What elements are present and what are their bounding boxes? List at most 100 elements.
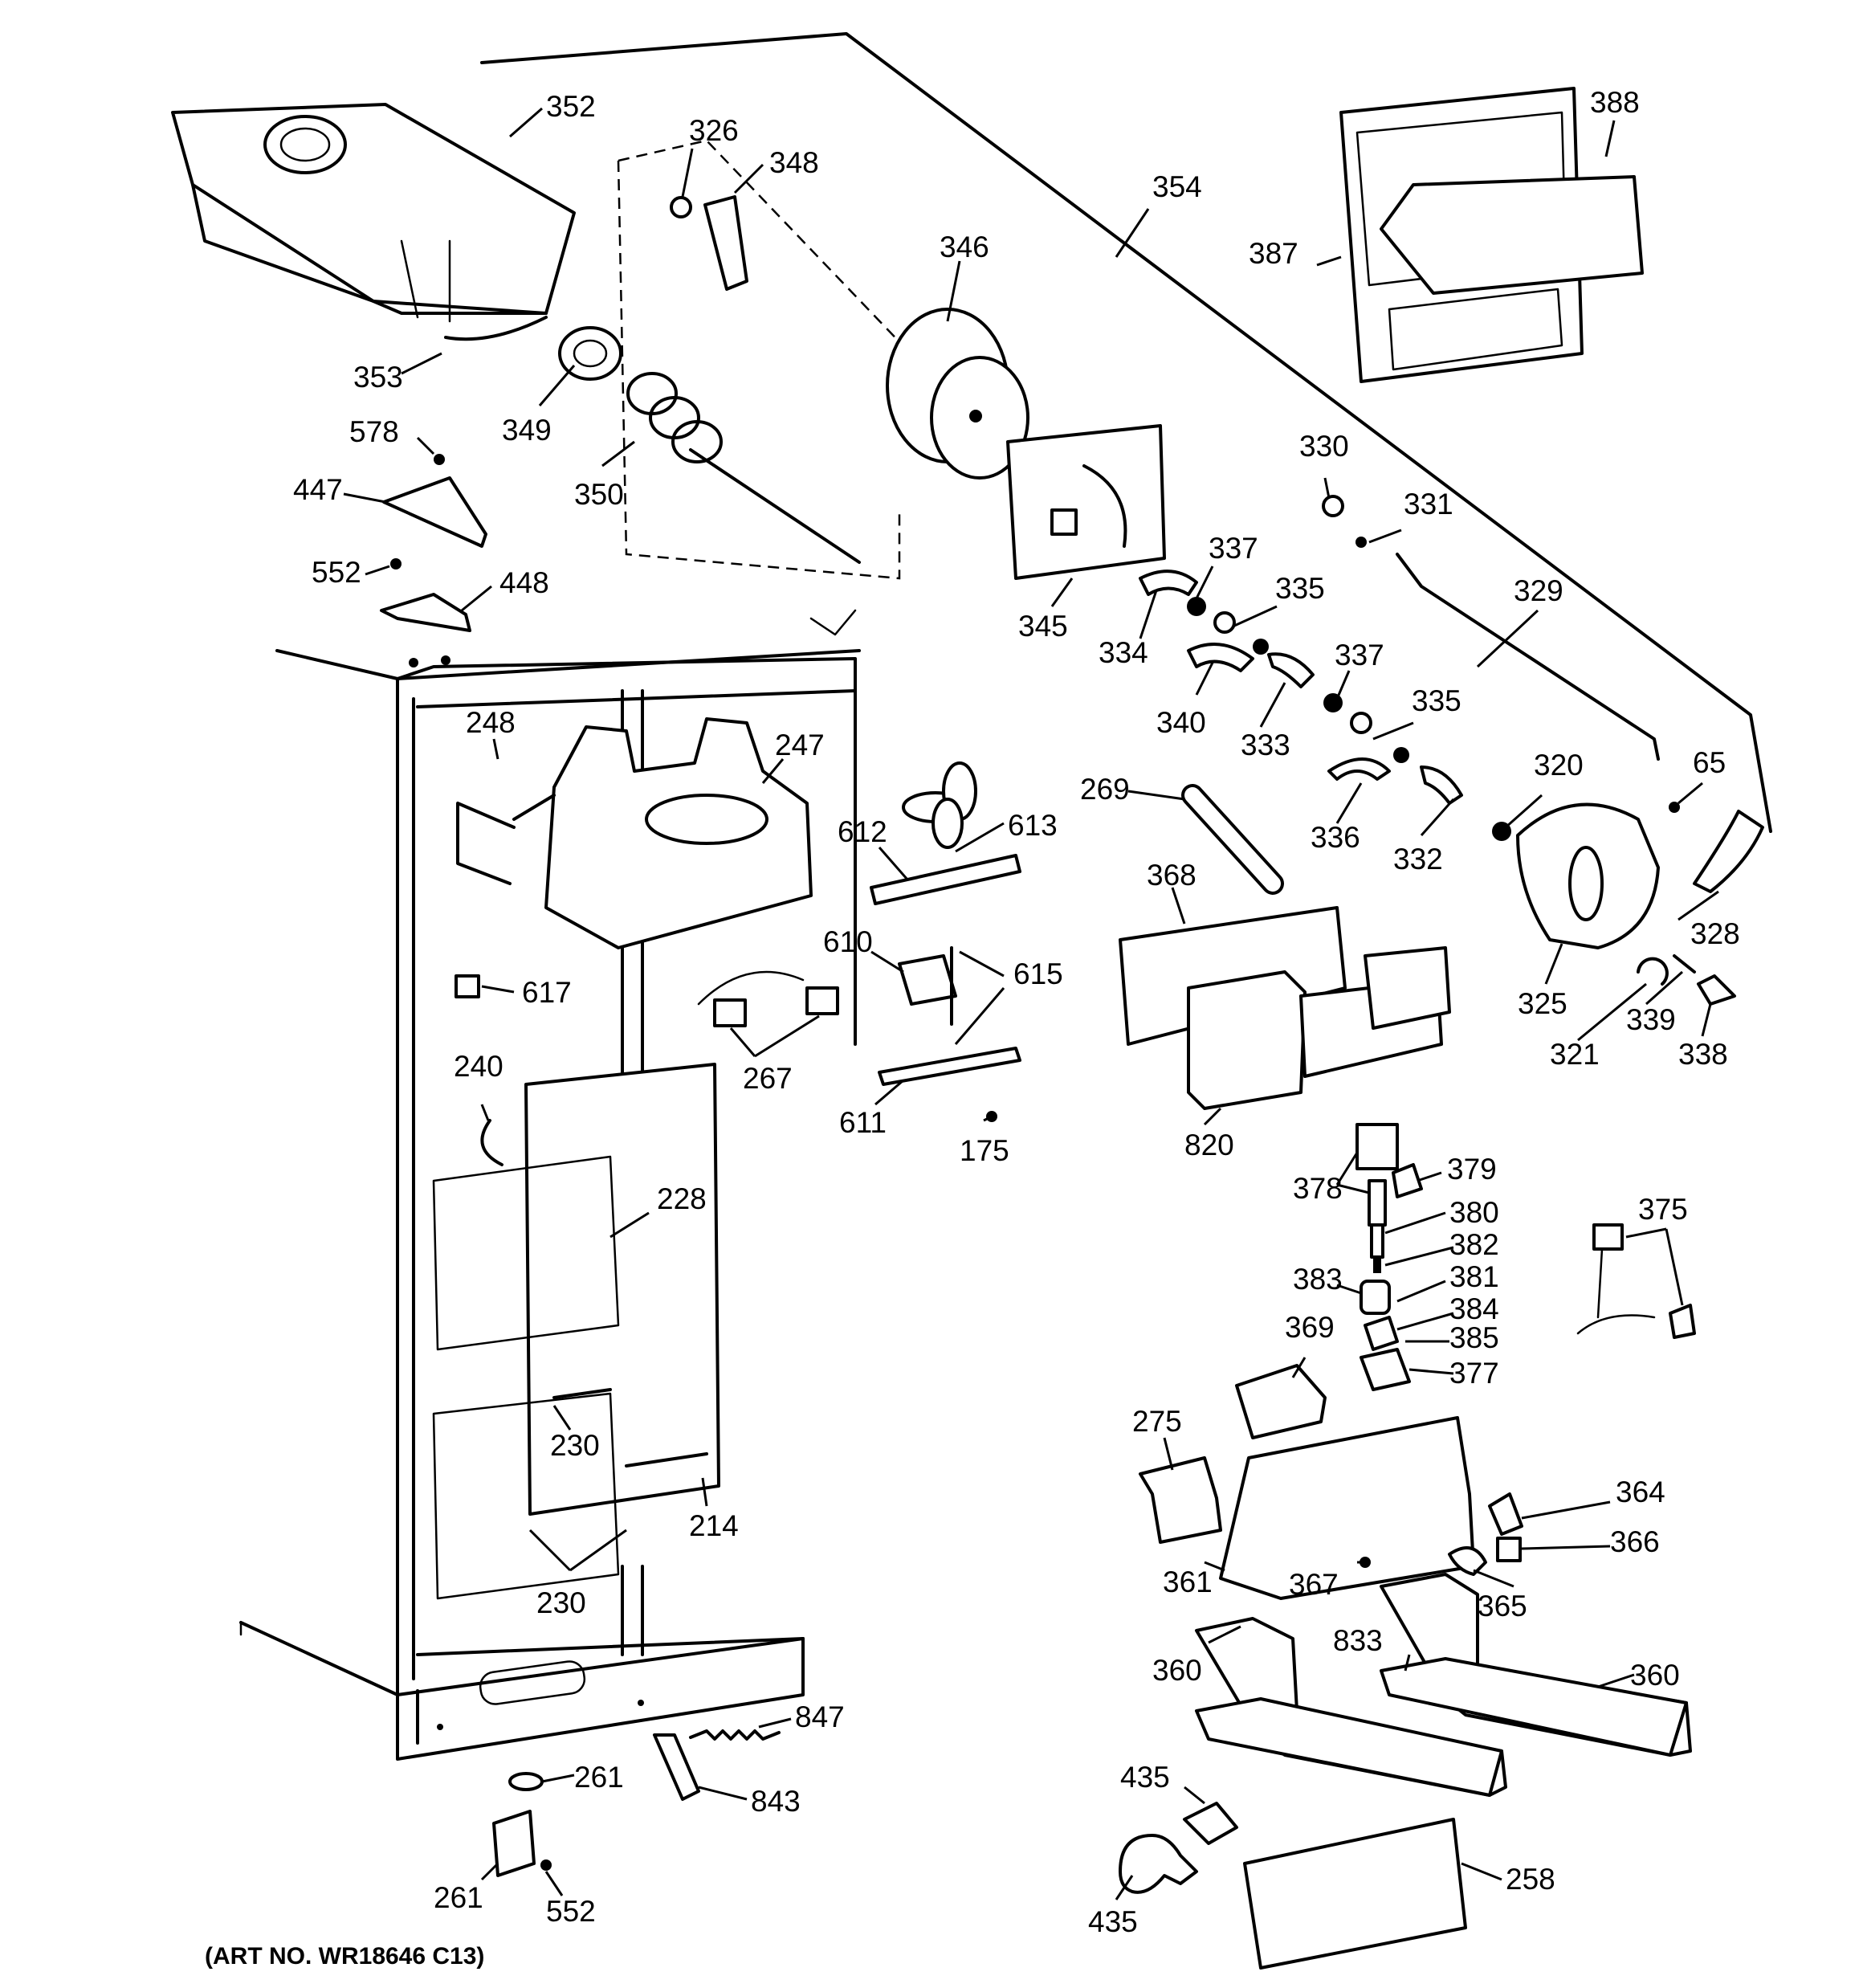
screw-65 <box>1669 802 1680 813</box>
part-364 <box>1488 1492 1523 1536</box>
label-360a: 360 <box>1152 1654 1202 1687</box>
rod-329 <box>1396 553 1660 761</box>
plate-275 <box>1139 1456 1222 1544</box>
motor-610 <box>898 954 957 1006</box>
screw-578 <box>434 454 445 465</box>
label-384: 384 <box>1449 1292 1499 1325</box>
part-348 <box>703 195 748 291</box>
evaporator-214 <box>432 1063 720 1600</box>
label-240: 240 <box>454 1050 503 1083</box>
label-65: 65 <box>1693 746 1726 779</box>
bucket-wire-353 <box>444 316 548 341</box>
label-267: 267 <box>743 1062 793 1095</box>
fan-shroud-247 <box>544 717 813 949</box>
fan-blade-613 <box>902 761 977 849</box>
label-360b: 360 <box>1630 1659 1680 1692</box>
bulb-435 <box>1119 1834 1198 1894</box>
label-328: 328 <box>1690 917 1740 950</box>
alignment-guide-2 <box>618 139 980 427</box>
spring-847 <box>689 1729 781 1741</box>
bracket-345 <box>1006 424 1166 580</box>
label-332: 332 <box>1393 843 1443 876</box>
label-447: 447 <box>293 473 343 506</box>
label-230b: 230 <box>536 1586 586 1619</box>
label-339: 339 <box>1626 1003 1676 1036</box>
bracket-448 <box>380 593 471 632</box>
label-230a: 230 <box>550 1429 600 1462</box>
label-377: 377 <box>1449 1357 1499 1390</box>
label-353: 353 <box>353 361 403 394</box>
pin-339 <box>1673 954 1696 974</box>
label-321: 321 <box>1550 1038 1600 1071</box>
label-552b: 552 <box>546 1895 596 1928</box>
label-175: 175 <box>960 1134 1009 1167</box>
label-617: 617 <box>522 976 572 1009</box>
part-365 <box>1448 1546 1487 1576</box>
label-248: 248 <box>466 706 516 739</box>
label-261a: 261 <box>574 1761 624 1794</box>
label-365: 365 <box>1478 1590 1527 1623</box>
sensor-240 <box>480 1119 503 1166</box>
label-337a: 337 <box>1209 532 1258 565</box>
label-612: 612 <box>838 815 887 848</box>
clip-331 <box>1355 537 1367 548</box>
bracket-261 <box>492 1810 536 1877</box>
label-269: 269 <box>1080 773 1130 806</box>
plate-447 <box>382 476 487 548</box>
part-617 <box>455 974 480 998</box>
label-330: 330 <box>1299 430 1349 463</box>
screw-552 <box>390 558 402 569</box>
cam-stack-334-340 <box>1139 569 1511 841</box>
ice-bucket-352 <box>171 103 576 323</box>
wire-248b <box>512 794 556 821</box>
label-320: 320 <box>1534 749 1584 782</box>
label-385: 385 <box>1449 1321 1499 1354</box>
washer-326 <box>670 196 692 218</box>
auger-350 <box>626 372 861 564</box>
bracket-611 <box>878 1047 1021 1086</box>
label-329: 329 <box>1514 574 1563 607</box>
label-847: 847 <box>795 1700 845 1733</box>
label-334: 334 <box>1099 636 1148 669</box>
drum-346 <box>886 308 1029 480</box>
ring-321 <box>1637 957 1669 986</box>
label-368: 368 <box>1147 859 1196 892</box>
part-843 <box>653 1733 700 1801</box>
label-354: 354 <box>1152 170 1202 203</box>
part-338 <box>1697 974 1736 1006</box>
label-349: 349 <box>502 414 552 447</box>
label-364: 364 <box>1616 1476 1665 1508</box>
part-366 <box>1496 1537 1522 1562</box>
leader-lines <box>343 107 1719 1900</box>
motor-325 <box>1516 802 1660 949</box>
label-350: 350 <box>574 478 624 511</box>
alignment-guide <box>617 160 901 580</box>
label-578: 578 <box>349 415 399 448</box>
label-361: 361 <box>1163 1565 1213 1598</box>
label-228: 228 <box>657 1182 707 1215</box>
label-331: 331 <box>1404 488 1453 520</box>
label-326: 326 <box>689 114 739 147</box>
spring-330 <box>1322 495 1344 517</box>
label-345: 345 <box>1018 610 1068 643</box>
label-610: 610 <box>823 925 873 958</box>
label-388: 388 <box>1590 86 1640 119</box>
dispenser-387-388 <box>1339 87 1644 383</box>
label-261b: 261 <box>434 1881 483 1914</box>
label-275: 275 <box>1132 1405 1182 1438</box>
wire-248 <box>456 802 516 885</box>
label-435b: 435 <box>1088 1905 1138 1938</box>
label-369: 369 <box>1285 1311 1335 1344</box>
label-333: 333 <box>1241 729 1290 761</box>
bracket-612 <box>870 854 1021 905</box>
label-258: 258 <box>1506 1863 1555 1896</box>
label-348: 348 <box>769 146 819 179</box>
label-387: 387 <box>1249 237 1298 270</box>
washer-261 <box>508 1772 544 1791</box>
label-335a: 335 <box>1275 572 1325 605</box>
label-379: 379 <box>1447 1153 1497 1186</box>
label-340: 340 <box>1156 706 1206 739</box>
label-381: 381 <box>1449 1260 1499 1293</box>
cover-328 <box>1693 810 1764 893</box>
icemaker-368-820 <box>1119 906 1451 1110</box>
